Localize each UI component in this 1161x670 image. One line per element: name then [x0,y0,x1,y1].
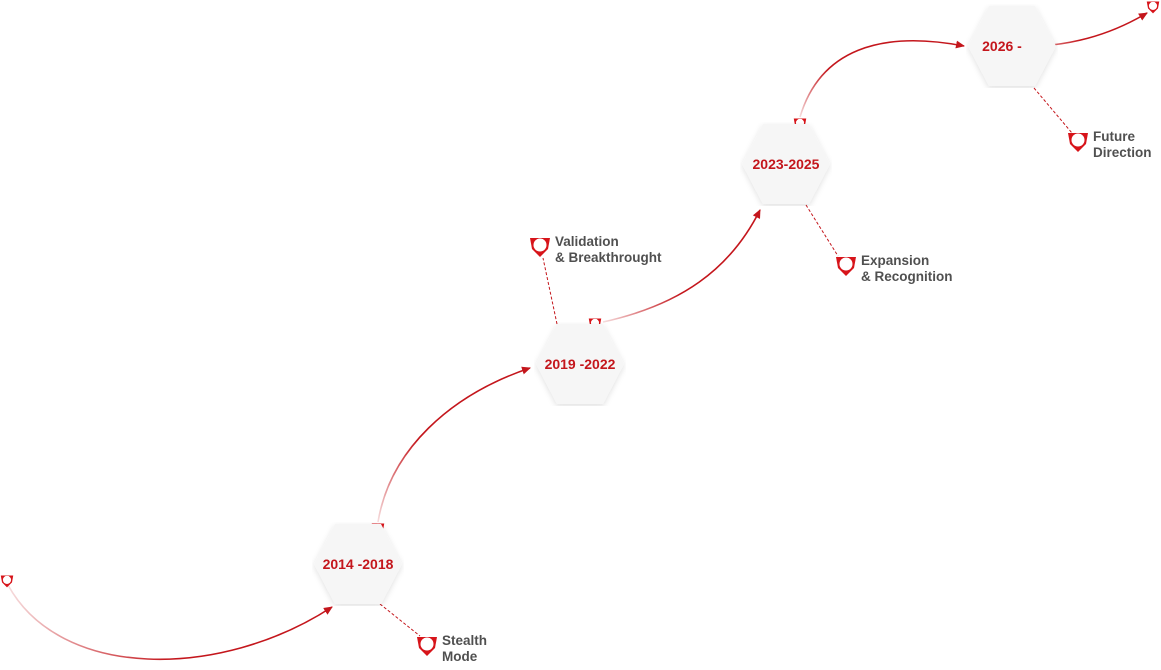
milestone-hex-2014: 2014 -2018 [312,522,404,606]
milestone-hex-2023: 2023-2025 [740,122,832,206]
label-line: & Recognition [861,269,953,284]
hexagon-shape [742,124,830,204]
label-line: Direction [1093,145,1152,160]
milestone-period: 2014 -2018 [322,556,394,572]
arrow-curve-1 [7,584,333,661]
shield-logo-icon [836,257,856,276]
shield-logo-icon [1146,1,1160,14]
dashed-connector [805,204,839,257]
hexagon-shape [314,524,402,604]
hexagon-shape [536,324,624,404]
milestone-hex-2019: 2019 -2022 [534,322,626,406]
dashed-connector [379,603,421,637]
milestone-label-validation: Validation& Breakthrought [529,234,662,266]
shield-logo-icon [417,637,437,656]
label-line: Mode [442,649,478,664]
arrow-curve-2 [377,366,531,523]
milestone-period: 2026 - [982,38,1022,54]
dashed-connector [542,257,558,325]
label-line: Validation [555,234,619,249]
label-line: Stealth [442,633,488,648]
milestone-hex-2026: 2026 - [966,4,1058,88]
milestone-period: 2023-2025 [752,156,820,172]
dashed-connector [1033,87,1073,134]
arrow-curve-4 [799,40,965,118]
shield-logo-icon [530,238,550,257]
shield-logo-icon [1068,133,1088,152]
hexagon-shape [968,6,1056,86]
milestone-label-expansion: Expansion& Recognition [835,253,953,285]
label-line: & Breakthrought [555,250,662,265]
label-line: Expansion [861,253,930,268]
arrow-curve-3 [602,209,761,323]
label-line: Future [1093,129,1135,144]
shield-logo-icon [0,575,14,588]
milestone-period: 2019 -2022 [544,356,616,372]
